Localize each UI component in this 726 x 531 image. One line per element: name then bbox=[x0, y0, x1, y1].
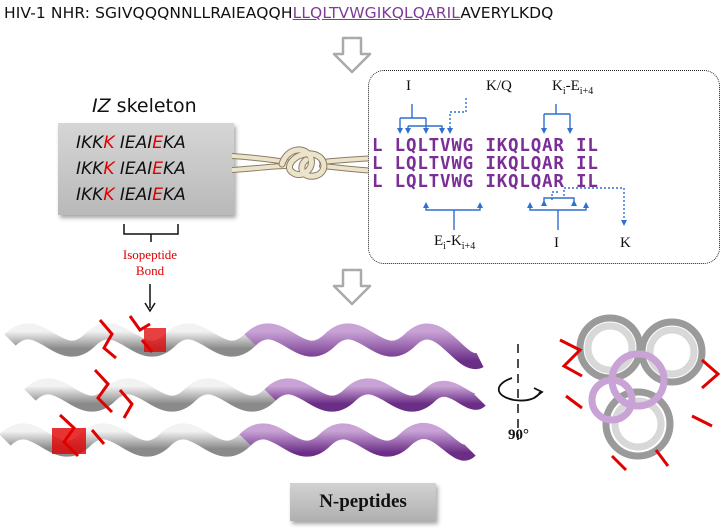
label-ki-ei4: Ki-Ei+4 bbox=[552, 78, 594, 97]
rope-knot-icon bbox=[232, 146, 377, 180]
n-peptides-label: N-peptides bbox=[290, 483, 436, 521]
label-ei-ki4: Ei-Ki+4 bbox=[434, 233, 476, 252]
down-arrow-icon bbox=[332, 36, 372, 74]
label-k: K bbox=[620, 235, 631, 251]
helix-strand bbox=[4, 323, 484, 369]
motif-row: L LQLTVWG IKQLQAR IL bbox=[372, 172, 599, 192]
motif-box bbox=[368, 70, 720, 264]
label-i-bottom: I bbox=[554, 235, 559, 251]
label-kq: K/Q bbox=[486, 78, 512, 94]
interaction-arrows bbox=[397, 98, 627, 230]
skeleton-row: IKKK IEAIEKA bbox=[76, 159, 186, 179]
motif-row: L LQLTVWG IKQLQAR IL bbox=[372, 154, 599, 174]
skeleton-row: IKKK IEAIEKA bbox=[76, 185, 186, 205]
skeleton-row: IKKK IEAIEKA bbox=[76, 133, 186, 153]
isopeptide-bracket bbox=[123, 224, 179, 242]
isopeptide-label: Isopeptide Bond bbox=[122, 247, 178, 278]
sequence-suffix: AVERYLKDQ bbox=[460, 4, 554, 22]
helix-bundle-top-view bbox=[559, 314, 721, 472]
down-arrow-icon bbox=[332, 268, 372, 306]
helix-bundle-side-view bbox=[0, 315, 486, 461]
helix-strand bbox=[0, 423, 476, 461]
helix-strand bbox=[24, 378, 486, 412]
sequence-highlight: LLQLTVWGIKQLQARIL bbox=[292, 4, 461, 22]
rotation-axis-icon bbox=[497, 344, 544, 440]
rotation-label: 90° bbox=[508, 427, 529, 443]
motif-row: L LQLTVWG IKQLQAR IL bbox=[372, 136, 599, 156]
skeleton-title: IZ skeleton bbox=[92, 95, 197, 117]
sequence-line: HIV-1 NHR: SGIVQQQNNLLRAIEAQQHLLQLTVWGIK… bbox=[4, 4, 553, 22]
skeleton-box: IKKK IEAIEKA IKKK IEAIEKA IKKK IEAIEKA bbox=[58, 123, 234, 215]
label-i-top: I bbox=[406, 78, 411, 94]
isopeptide-arrow-icon bbox=[144, 284, 156, 313]
sequence-prefix: HIV-1 NHR: SGIVQQQNNLLRAIEAQQH bbox=[4, 4, 293, 22]
